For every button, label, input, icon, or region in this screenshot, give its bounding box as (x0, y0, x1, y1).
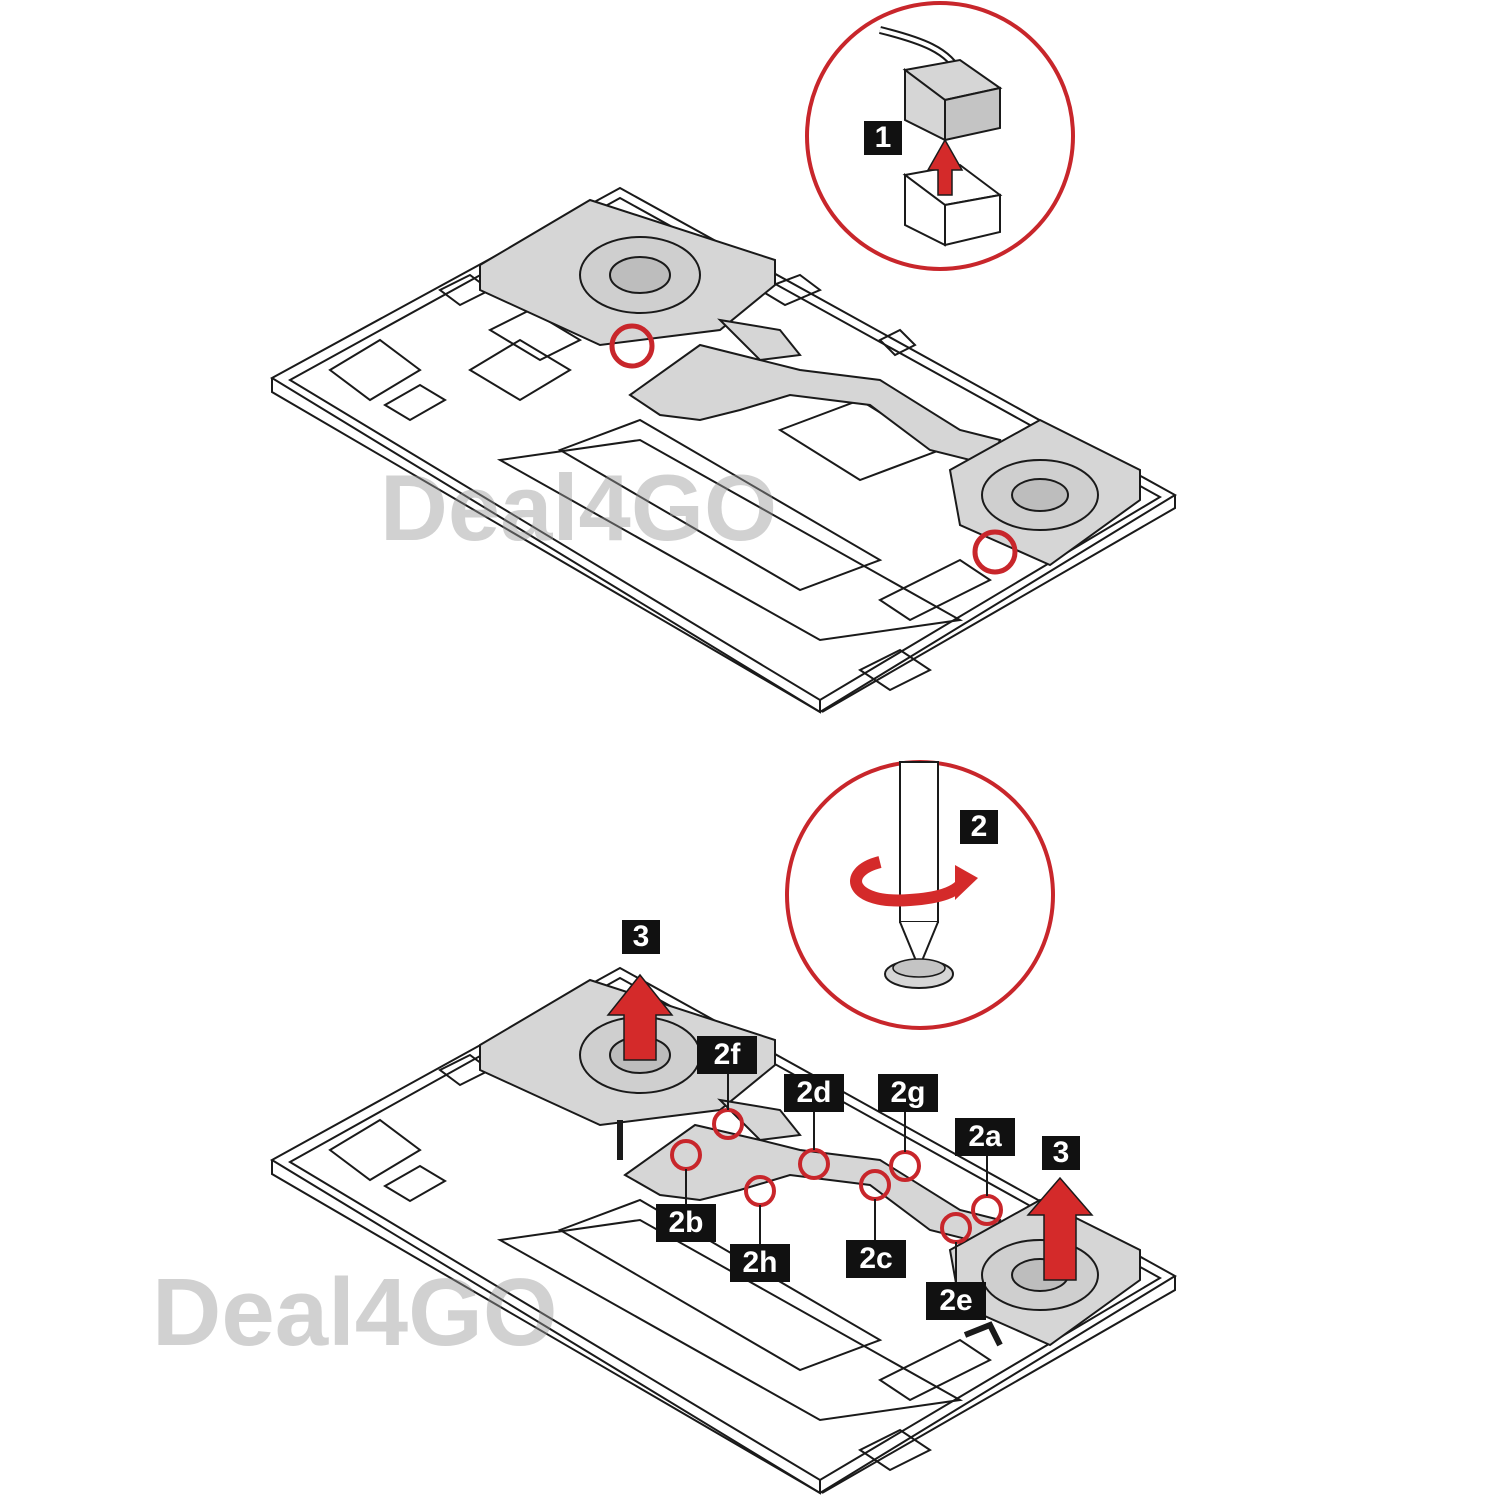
bottom-watermark: Deal4GO (152, 1259, 558, 1366)
step-3-left-label: 3 (622, 920, 660, 954)
screw-2h-label: 2h (730, 1244, 790, 1282)
step-2-label: 2 (960, 810, 998, 844)
bottom-heatsink (623, 1098, 1002, 1247)
screw-2g-label: 2g (878, 1074, 938, 1112)
screw-2d-label: 2d (784, 1074, 844, 1112)
connector-detail-callout (805, 1, 1075, 271)
bottom-cable-right (963, 1321, 1003, 1347)
top-left-fan (479, 198, 776, 347)
step-1-label: 1 (864, 121, 902, 155)
screw-2a-label: 2a (955, 1118, 1015, 1156)
screw-2b-label: 2b (656, 1204, 716, 1242)
screw-leader-lines (685, 1074, 988, 1282)
top-right-fan (948, 418, 1141, 567)
step-3-right-label: 3 (1042, 1136, 1080, 1170)
top-connector-highlight-right (972, 529, 1018, 575)
screwdriver-detail-callout (785, 760, 1055, 1030)
screw-2c-label: 2c (846, 1240, 906, 1278)
top-watermark: Deal4GO (380, 455, 777, 560)
lift-arrow-right (1026, 1176, 1094, 1281)
lift-arrow-left (606, 973, 674, 1061)
screw-2f-label: 2f (697, 1036, 757, 1074)
screw-2e-label: 2e (926, 1282, 986, 1320)
top-connector-highlight-left (609, 323, 655, 369)
